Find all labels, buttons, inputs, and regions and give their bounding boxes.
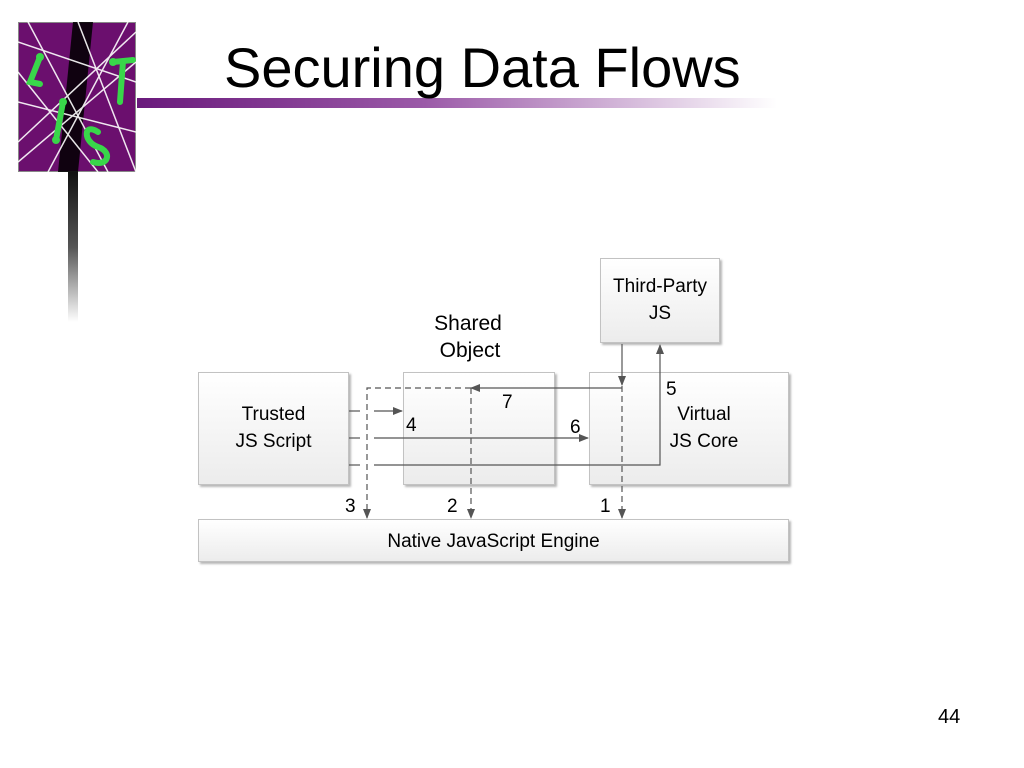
flow-number-1: 1 <box>600 496 611 517</box>
third-party-js-box: Third-Party JS <box>600 258 720 343</box>
flow-number-3: 3 <box>345 496 356 517</box>
page-number: 44 <box>938 706 961 728</box>
third-party-label-line1: Third-Party <box>613 276 707 297</box>
flow-number-5: 5 <box>666 379 677 400</box>
decorative-vertical-bar <box>68 172 78 322</box>
trusted-label-line2: JS Script <box>235 431 312 452</box>
flow-number-2: 2 <box>447 496 458 517</box>
decorative-title-underline <box>137 98 777 108</box>
slide-title: Securing Data Flows <box>224 36 741 99</box>
shared-object-label-line2: Object <box>439 339 501 362</box>
flow-number-7: 7 <box>502 392 513 413</box>
native-engine-label: Native JavaScript Engine <box>387 531 600 552</box>
flow-3-dashed-arrow <box>363 387 471 519</box>
trusted-label-line1: Trusted <box>241 404 306 425</box>
flow-number-4: 4 <box>406 415 417 436</box>
virtual-core-label-line1: Virtual <box>677 404 731 425</box>
native-javascript-engine-box: Native JavaScript Engine <box>198 519 789 562</box>
third-party-label-line2: JS <box>648 303 672 324</box>
virtual-core-label-line2: JS Core <box>669 431 739 452</box>
flow-5-arrow <box>374 344 664 466</box>
shared-object-label-line1: Shared <box>434 312 502 335</box>
list-logo <box>18 22 136 172</box>
flow-number-6: 6 <box>570 417 581 438</box>
trusted-js-script-box: Trusted JS Script <box>198 372 349 485</box>
